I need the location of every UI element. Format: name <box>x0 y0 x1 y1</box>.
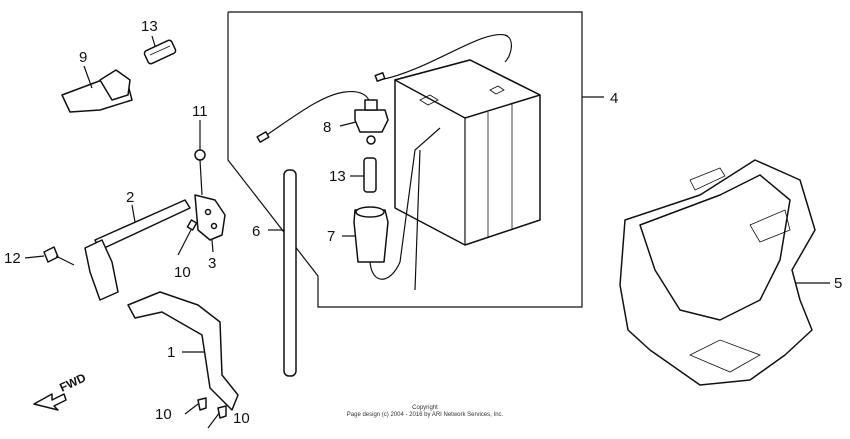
callout-12: 12 <box>4 250 21 267</box>
copyright-line-1: Copyright <box>412 405 438 411</box>
bolt-10-mid <box>177 219 198 256</box>
bracket-1 <box>127 291 239 411</box>
battery-group-frame <box>227 11 583 308</box>
callout-4: 4 <box>610 90 618 107</box>
fuse-13-mid <box>350 157 377 193</box>
cover-9 <box>61 65 133 113</box>
forward-direction-arrow <box>33 393 67 411</box>
bracket-2 <box>84 199 191 301</box>
callout-10-mid: 10 <box>174 264 191 281</box>
callout-3: 3 <box>208 255 216 272</box>
callout-7: 7 <box>327 228 335 245</box>
fuse-13-top <box>143 35 177 65</box>
callout-13-top: 13 <box>141 18 158 35</box>
battery <box>394 59 541 246</box>
holder-7 <box>342 127 441 291</box>
battery-cable <box>374 34 512 82</box>
clamp-3 <box>194 194 226 253</box>
bolt-10-bottom <box>184 397 227 429</box>
bolt-12 <box>24 246 75 266</box>
forward-label: FWD <box>57 370 88 394</box>
callout-10-bottom-left: 10 <box>155 406 172 423</box>
tube-6 <box>268 169 297 377</box>
callout-8: 8 <box>323 119 331 136</box>
callout-1: 1 <box>167 344 175 361</box>
cover-5 <box>619 159 830 386</box>
callout-5: 5 <box>834 275 842 292</box>
callout-10-bottom-right: 10 <box>233 410 250 427</box>
callout-6: 6 <box>252 223 260 240</box>
callout-13-mid: 13 <box>329 168 346 185</box>
callout-9: 9 <box>79 49 87 66</box>
fuse-holder-8 <box>256 90 389 145</box>
copyright-line-2: Page design (c) 2004 - 2016 by ARI Netwo… <box>347 412 504 418</box>
callout-11: 11 <box>192 103 208 120</box>
bolt-11 <box>194 120 206 196</box>
callout-2: 2 <box>126 189 134 206</box>
